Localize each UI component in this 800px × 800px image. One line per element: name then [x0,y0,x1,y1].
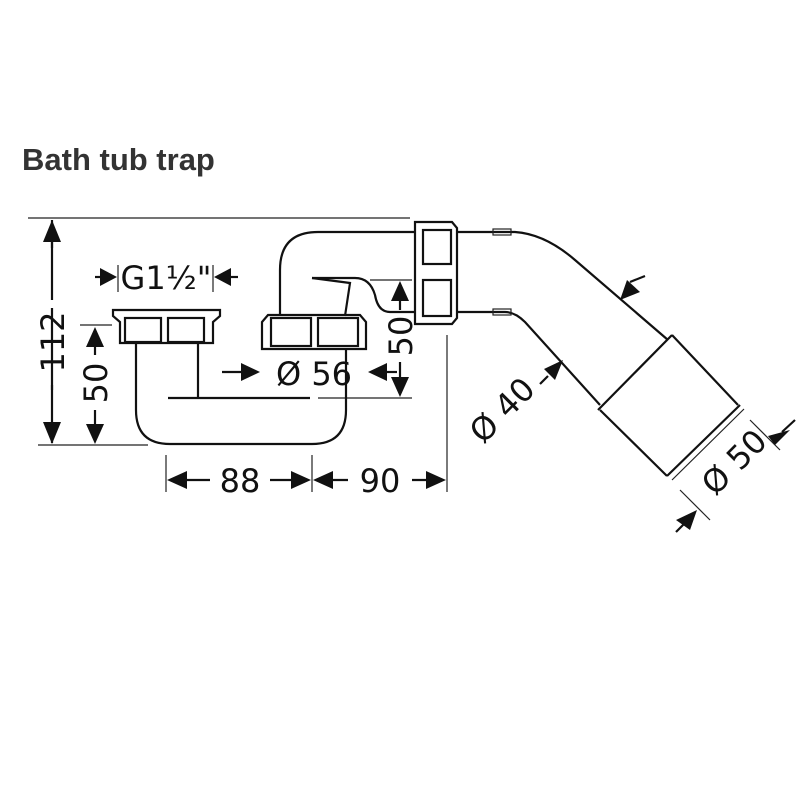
dimension-50-inlet: 50 [77,327,115,444]
dimension-label-50-inlet: 50 [77,363,115,404]
dimension-112: 112 [34,220,72,444]
outlet-nut [413,220,459,326]
middle-fitting [260,313,368,351]
dimension-88-90: 88 90 [167,462,446,500]
dimension-thread: G1½" [95,259,238,297]
dimension-label-50-sleeve: Ø 50 [694,422,775,503]
dimension-50-sleeve: Ø 50 [675,419,796,533]
dimension-56: Ø 56 [222,355,397,393]
dimension-label-90: 90 [360,462,401,500]
dimension-50-outlet: 50 [382,281,420,397]
overflow-pipe [278,230,415,317]
dimension-label-56: Ø 56 [276,355,352,393]
left-inlet-fitting [111,308,222,345]
dimension-label-50-outlet: 50 [382,316,420,357]
u-trap-body [134,344,348,446]
extension-lines [28,217,448,492]
dimension-label-thread: G1½" [121,259,212,297]
dimension-label-88: 88 [220,462,261,500]
dimension-40: Ø 40 [462,274,646,451]
diagram-title: Bath tub trap [22,142,215,177]
outlet-elbow [457,228,745,481]
dimension-label-112: 112 [34,311,72,372]
dimension-label-40: Ø 40 [462,370,543,451]
